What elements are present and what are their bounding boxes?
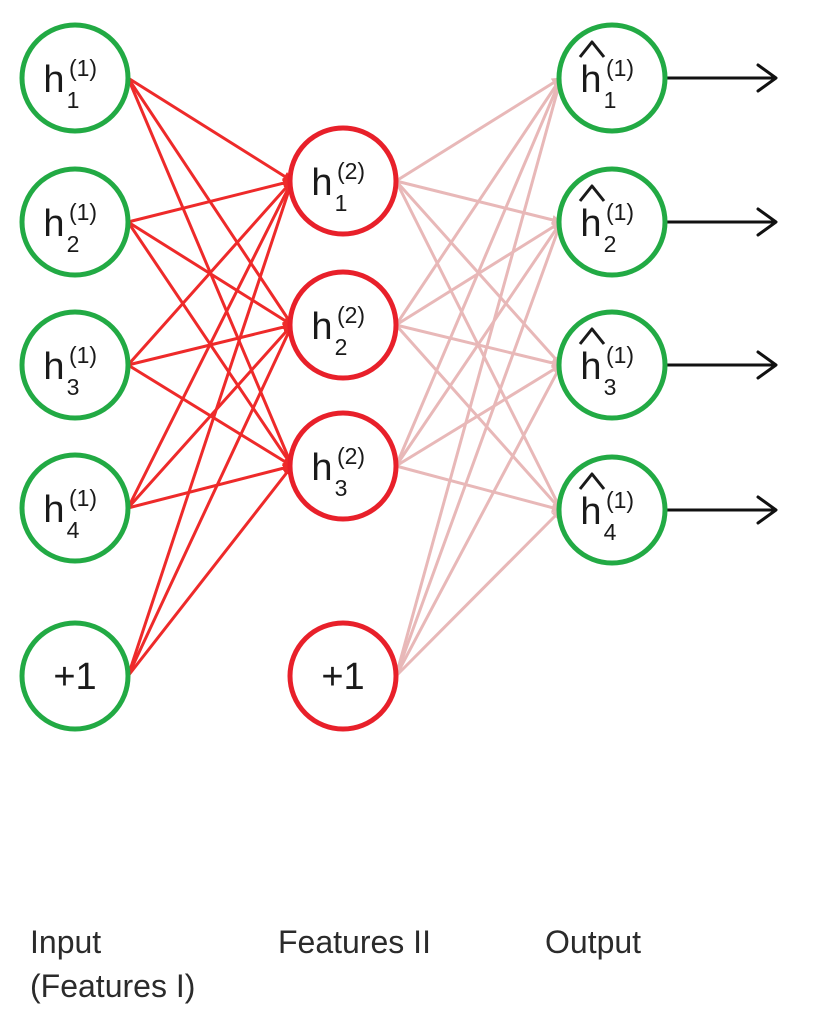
hidden-node-1-superscript: (2) — [337, 158, 365, 184]
hidden-node-3-superscript: (2) — [337, 443, 365, 469]
output-node-3-superscript: (1) — [606, 342, 634, 368]
hidden-bias-node: +1 — [287, 620, 399, 732]
hidden-node-2-subscript: 2 — [335, 334, 348, 360]
input-bias-node-label: +1 — [53, 656, 96, 698]
output-node-4: h(1) 4 — [556, 454, 668, 566]
output-label-line1: Output — [545, 924, 642, 960]
input-node-4-superscript: (1) — [69, 485, 97, 511]
hidden-node-1: h(2) 1 — [287, 125, 399, 237]
edge-input-1-to-hidden-1 — [127, 76, 293, 183]
hidden-node-3-base: h — [311, 447, 332, 489]
edge-hidden-4-to-output-2 — [394, 221, 563, 677]
input-node-2-subscript: 2 — [67, 231, 80, 257]
input-node-1-subscript: 1 — [67, 87, 80, 113]
edge-hidden-4-to-output-3 — [394, 364, 563, 677]
hidden-bias-node-circle — [287, 620, 399, 732]
hidden-node-2-superscript: (2) — [337, 302, 365, 328]
output-node-2-subscript: 2 — [604, 231, 617, 257]
input-node-3-base: h — [43, 346, 64, 388]
input-node-2-circle — [19, 166, 131, 278]
edge-hidden-3-to-output-4 — [395, 464, 562, 513]
edges-hidden-to-output — [394, 76, 564, 678]
input-node-4: h(1) 4 — [19, 452, 131, 564]
edge-hidden-1-to-output-1 — [395, 76, 562, 183]
input-node-4-subscript: 4 — [67, 517, 80, 543]
edge-input-2-to-hidden-1 — [127, 178, 293, 224]
input-node-2-base: h — [43, 203, 64, 245]
output-layer-label: Output — [545, 920, 641, 964]
input-bias-node: +1 — [19, 620, 131, 732]
input-label-line2: (Features I) — [30, 968, 196, 1004]
hidden-bias-node-label: +1 — [321, 656, 364, 698]
hidden-node-3-circle — [287, 410, 399, 522]
hidden-node-2-circle — [287, 269, 399, 381]
input-node-1: h(1) 1 — [19, 22, 131, 134]
output-node-2-superscript: (1) — [606, 199, 634, 225]
edge-input-4-to-hidden-2 — [126, 323, 294, 510]
hidden-layer-label: Features II — [278, 920, 431, 964]
input-node-3: h(1) 3 — [19, 309, 131, 421]
input-node-4-circle — [19, 452, 131, 564]
output-node-3: h(1) 3 — [556, 309, 668, 421]
output-node-4-superscript: (1) — [606, 487, 634, 513]
output-node-2: h(1) 2 — [556, 166, 668, 278]
edge-input-5-to-hidden-1 — [126, 180, 294, 677]
output-arrows — [665, 63, 778, 525]
hidden-node-1-subscript: 1 — [335, 190, 348, 216]
input-layer-label: Input (Features I) — [30, 920, 195, 1008]
input-bias-node-circle — [19, 620, 131, 732]
hat-accent-icon — [578, 472, 606, 490]
input-label-line1: Input — [30, 924, 102, 960]
output-node-3-base: h — [580, 346, 601, 388]
output-node-1-subscript: 1 — [604, 87, 617, 113]
edge-hidden-3-to-output-2 — [394, 221, 563, 467]
edge-hidden-4-to-output-4 — [394, 508, 563, 678]
edge-hidden-4-to-output-1 — [394, 77, 564, 677]
input-node-3-circle — [19, 309, 131, 421]
edge-input-4-to-hidden-3 — [127, 463, 293, 510]
input-node-4-base: h — [43, 489, 64, 531]
arrow-head-icon — [756, 350, 778, 380]
hidden-node-3: h(2) 3 — [287, 410, 399, 522]
arrow-head-icon — [756, 207, 778, 237]
hidden-node-1-base: h — [311, 162, 332, 204]
edge-input-4-to-hidden-1 — [126, 180, 294, 509]
input-node-2-superscript: (1) — [69, 199, 97, 225]
edge-input-5-to-hidden-3 — [126, 465, 294, 677]
edge-input-3-to-hidden-1 — [126, 180, 294, 366]
input-node-2: h(1) 2 — [19, 166, 131, 278]
arrow-head-icon — [756, 495, 778, 525]
input-node-1-base: h — [43, 59, 64, 101]
nodes: h(1)1h(1)2h(1)3h(1)4+1h(2)1h(2)2h(2)3+1h… — [19, 22, 668, 732]
edge-hidden-3-to-output-3 — [395, 363, 562, 468]
output-node-2-base: h — [580, 203, 601, 245]
hat-accent-icon — [578, 40, 606, 58]
edge-hidden-2-to-output-4 — [394, 324, 563, 511]
input-node-3-superscript: (1) — [69, 342, 97, 368]
input-node-1-superscript: (1) — [69, 55, 97, 81]
output-node-1-base: h — [580, 59, 601, 101]
input-node-3-subscript: 3 — [67, 374, 80, 400]
edges-input-to-hidden — [126, 76, 294, 677]
hidden-label-line1: Features II — [278, 924, 431, 960]
hidden-node-1-circle — [287, 125, 399, 237]
hidden-node-2: h(2) 2 — [287, 269, 399, 381]
hidden-node-2-base: h — [311, 306, 332, 348]
output-node-1-superscript: (1) — [606, 55, 634, 81]
output-node-4-subscript: 4 — [604, 519, 617, 545]
hat-accent-icon — [578, 327, 606, 345]
hat-accent-icon — [578, 184, 606, 202]
output-node-1: h(1) 1 — [556, 22, 668, 134]
output-node-3-subscript: 3 — [604, 374, 617, 400]
input-node-1-circle — [19, 22, 131, 134]
edge-input-5-to-hidden-2 — [126, 324, 294, 677]
arrow-head-icon — [756, 63, 778, 93]
edge-hidden-3-to-output-1 — [394, 77, 563, 467]
output-node-4-base: h — [580, 491, 601, 533]
hidden-node-3-subscript: 3 — [335, 475, 348, 501]
edge-hidden-2-to-output-1 — [394, 77, 563, 326]
